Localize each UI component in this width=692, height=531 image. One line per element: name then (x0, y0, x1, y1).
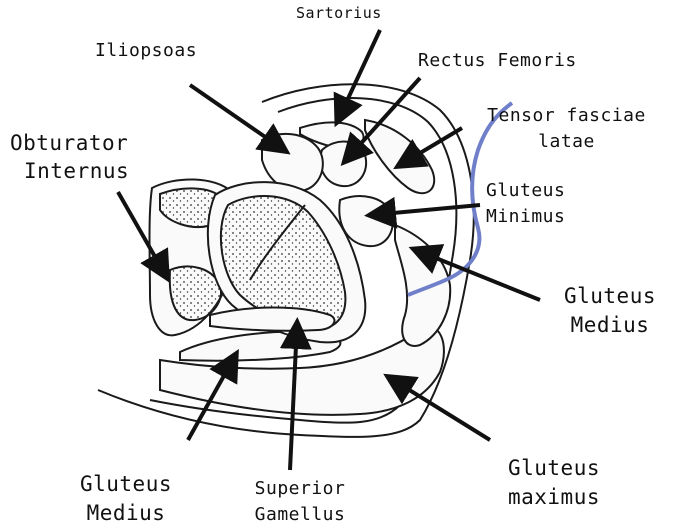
superior-gemellus-shape (210, 308, 334, 331)
tensor-fasciae-latae-shape (365, 120, 434, 193)
gluteus-medius-right-shape (395, 225, 450, 346)
label-gluteus-medius-right-line2: Medius (540, 315, 680, 336)
label-sartorius: Sartorius (296, 6, 382, 21)
label-tensor-line1: Tensor fasciae (464, 107, 669, 125)
label-gluteus-minimus-line1: Gluteus (486, 182, 565, 200)
label-superior-gemellus-line2: Gamellus (240, 506, 360, 524)
label-superior-gemellus-line1: Superior (240, 480, 360, 498)
label-gluteus-medius-left-line1: Gluteus (62, 474, 190, 495)
label-gluteus-medius-left-line2: Medius (62, 503, 190, 524)
label-gluteus-maximus: Gluteus maximus (484, 458, 624, 508)
label-superior-gemellus: Superior Gamellus (240, 480, 360, 524)
label-obturator-internus: Obturator Internus (10, 133, 129, 182)
label-gluteus-medius-right-line1: Gluteus (540, 286, 680, 307)
label-gluteus-minimus: Gluteus Minimus (486, 182, 565, 226)
label-tensor-fasciae-latae: Tensor fasciae latae (464, 107, 669, 151)
label-obturator-line1: Obturator (10, 133, 129, 154)
label-gluteus-minimus-line2: Minimus (486, 208, 565, 226)
label-obturator-line2: Internus (24, 161, 129, 182)
label-iliopsoas: Iliopsoas (95, 42, 197, 60)
arrow-iliopsoas (190, 85, 284, 150)
label-rectus-femoris: Rectus Femoris (418, 52, 577, 70)
label-gluteus-medius-right: Gluteus Medius (540, 286, 680, 336)
arrow-sartorius (338, 30, 380, 120)
label-gluteus-maximus-line2: maximus (484, 487, 624, 508)
label-tensor-line2: latae (464, 133, 669, 151)
label-gluteus-maximus-line1: Gluteus (484, 458, 624, 479)
label-gluteus-medius-left: Gluteus Medius (62, 474, 190, 524)
